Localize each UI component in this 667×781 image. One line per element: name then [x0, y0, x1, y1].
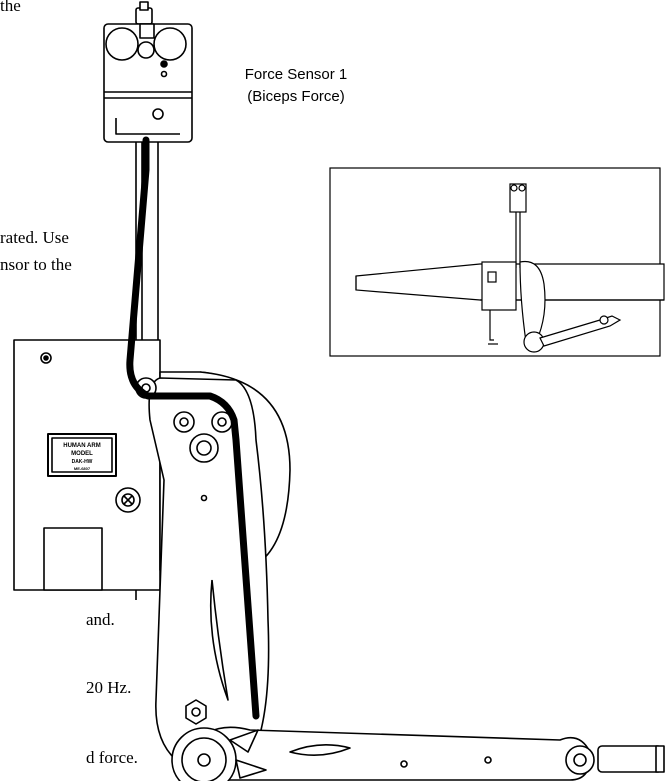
- page-text-fragment-1: the: [0, 0, 21, 15]
- force-sensor-subtitle: (Biceps Force): [247, 88, 345, 105]
- page-text-fragment-2: rated. Use: [0, 228, 69, 247]
- force-sensor: [103, 1, 193, 162]
- page-text-fragment-5: 20 Hz.: [86, 678, 132, 697]
- model-plate: [47, 433, 117, 477]
- model-plate-line-2: MODEL: [71, 451, 93, 457]
- plate-screw: [115, 487, 141, 513]
- wrist-rod: [565, 745, 665, 775]
- page-text-fragment-6: d force.: [86, 748, 138, 767]
- model-plate-line-4: ME-6807: [74, 466, 91, 471]
- model-plate-text: HUMAN ARM MODEL DAK-HW ME-6807: [63, 443, 100, 471]
- biceps-cable: [126, 136, 260, 720]
- model-plate-line-1: HUMAN ARM: [63, 443, 100, 449]
- page-text-fragment-3: nsor to the: [0, 255, 72, 274]
- force-sensor-title: Force Sensor 1: [244, 66, 348, 83]
- elbow-nut: [185, 699, 207, 725]
- model-plate-line-3: DAK-HW: [72, 459, 93, 465]
- elbow-joint: [171, 727, 267, 781]
- page-text-fragment-4: and.: [86, 610, 115, 629]
- force-sensor-label: Force Sensor 1 (Biceps Force): [226, 64, 366, 108]
- inset-picture: [329, 167, 665, 357]
